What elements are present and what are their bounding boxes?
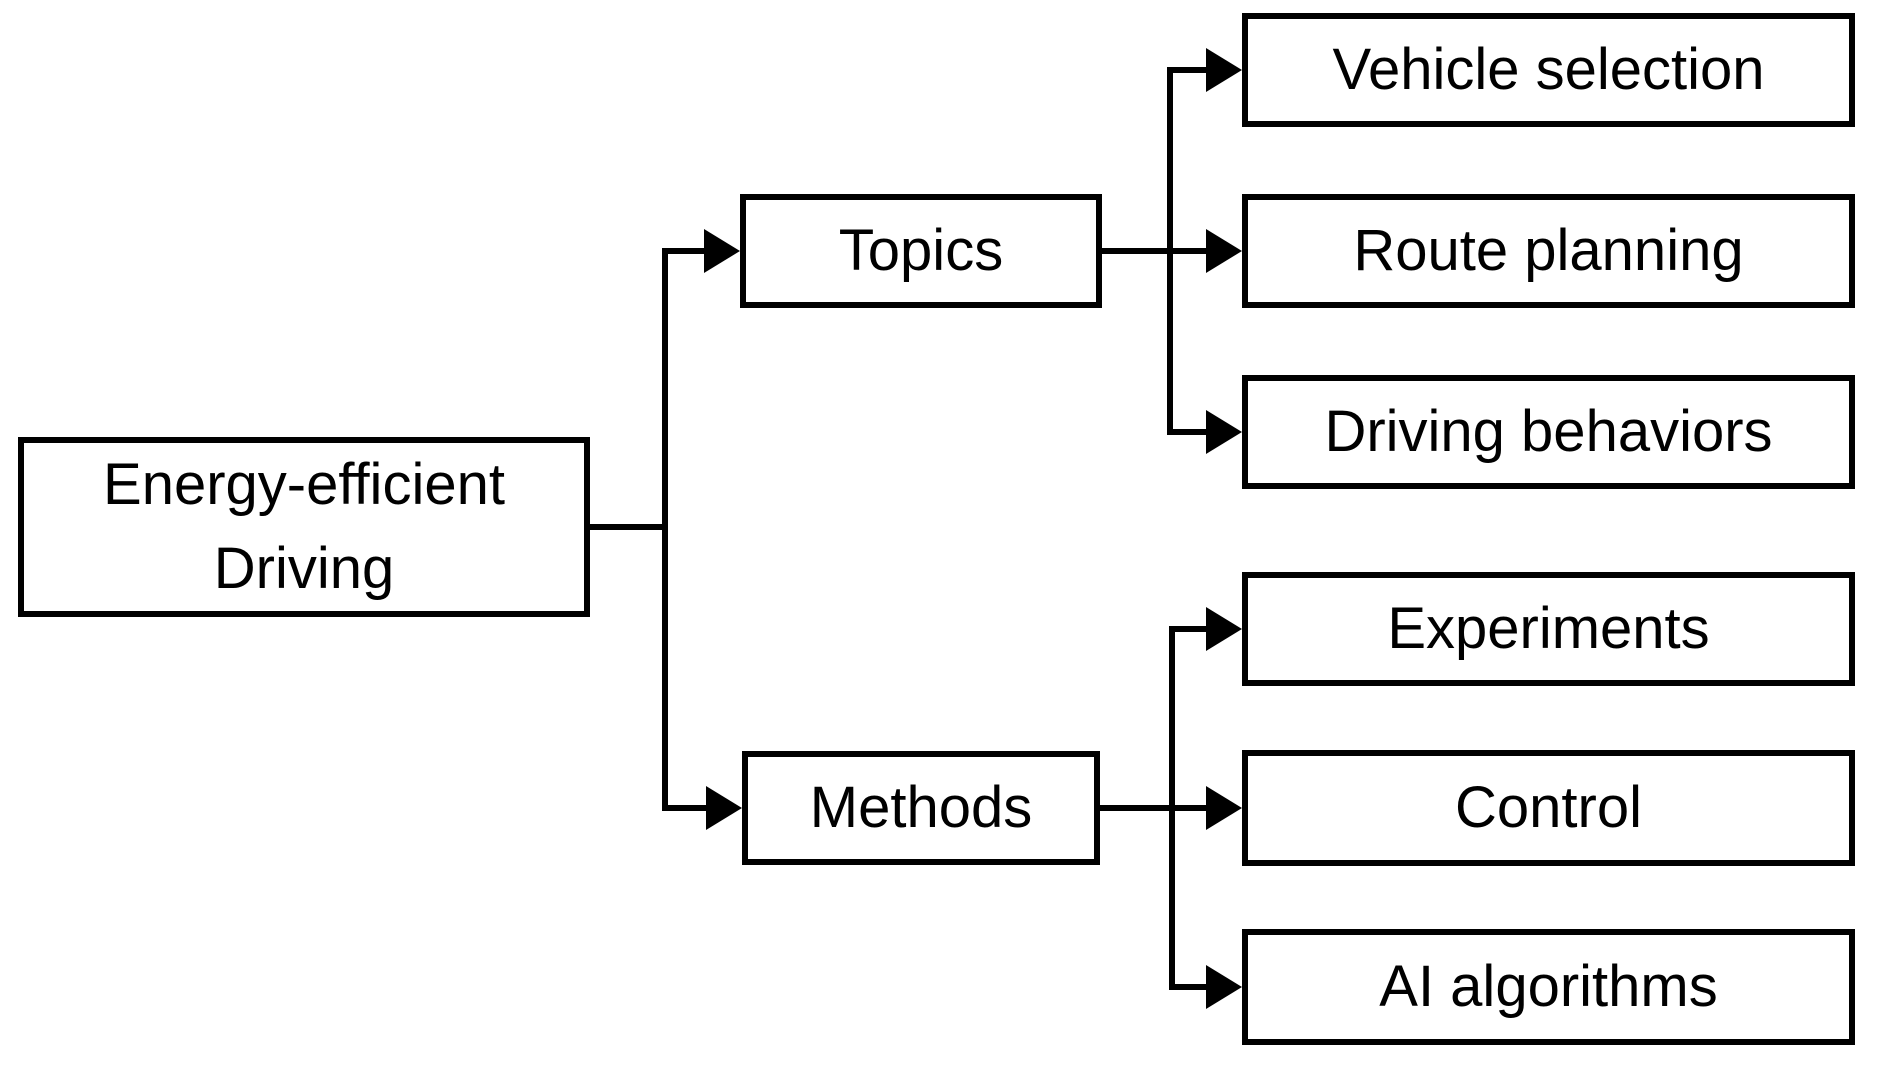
edge-segment bbox=[662, 524, 668, 811]
edge-segment bbox=[662, 248, 707, 254]
arrow-head-icon bbox=[1206, 786, 1242, 830]
edge-segment bbox=[1167, 248, 1173, 435]
node-methods: Methods bbox=[742, 751, 1100, 865]
node-control: Control bbox=[1242, 750, 1855, 866]
arrow-head-icon bbox=[704, 229, 740, 273]
edge-segment bbox=[1169, 984, 1209, 990]
edge-segment bbox=[662, 248, 668, 530]
node-ai-algorithms: AI algorithms bbox=[1242, 929, 1855, 1045]
arrow-head-icon bbox=[706, 786, 742, 830]
edge-segment bbox=[1169, 626, 1209, 632]
node-experiments: Experiments bbox=[1242, 572, 1855, 686]
edge-segment bbox=[1167, 429, 1209, 435]
edge-segment bbox=[662, 805, 709, 811]
node-route-planning: Route planning bbox=[1242, 194, 1855, 308]
edge-segment bbox=[1169, 626, 1175, 811]
arrow-head-icon bbox=[1206, 607, 1242, 651]
arrow-head-icon bbox=[1206, 410, 1242, 454]
edge-segment bbox=[1097, 805, 1175, 811]
arrow-head-icon bbox=[1206, 229, 1242, 273]
arrow-head-icon bbox=[1206, 965, 1242, 1009]
node-energy-efficient-driving: Energy-efficient Driving bbox=[18, 437, 590, 617]
node-topics: Topics bbox=[740, 194, 1102, 308]
node-driving-behaviors: Driving behaviors bbox=[1242, 375, 1855, 489]
edge-segment bbox=[587, 524, 668, 530]
edge-segment bbox=[1099, 248, 1173, 254]
edge-segment bbox=[1167, 67, 1209, 73]
edge-segment bbox=[1167, 67, 1173, 254]
node-vehicle-selection: Vehicle selection bbox=[1242, 13, 1855, 127]
edge-segment bbox=[1169, 805, 1175, 990]
arrow-head-icon bbox=[1206, 48, 1242, 92]
